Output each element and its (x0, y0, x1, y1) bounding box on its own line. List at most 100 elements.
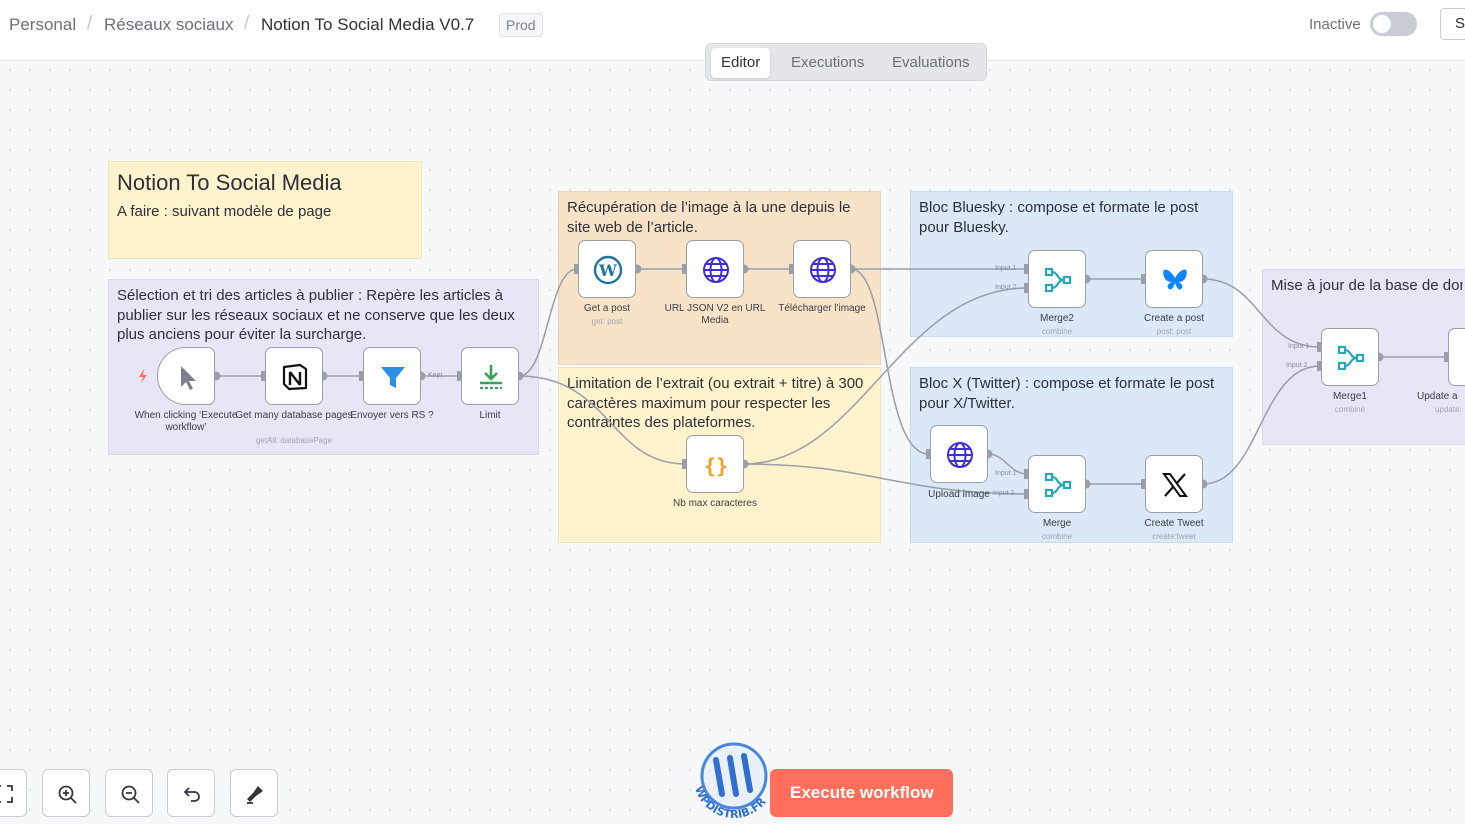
node-sub-tweet: create:tweet (1152, 532, 1196, 541)
execute-workflow-button[interactable]: Execute workflow (770, 769, 953, 817)
node-label-merge1: Merge1 (1333, 391, 1367, 402)
sticky-selection-text: Sélection et tri des articles à publier … (117, 287, 515, 343)
bluesky-butterfly-icon (1163, 269, 1187, 290)
node-label-code: Nb max caracteres (673, 498, 757, 509)
wire-code-merge2 (743, 287, 1028, 465)
merge-icon (1044, 267, 1072, 293)
port-label-input2: Input 2 (993, 490, 1015, 497)
node-label-download: Télécharger l'image (778, 303, 866, 314)
notion-icon (282, 363, 308, 391)
tab-editor[interactable]: Editor (711, 48, 771, 78)
tab-evaluations[interactable]: Evaluations (892, 54, 970, 71)
node-merge1[interactable] (1321, 328, 1379, 386)
breadcrumb-personal[interactable]: Personal (9, 15, 77, 34)
port-label-input2: Input 2 (1286, 362, 1308, 369)
sticky-update-text: Mise à jour de la base de don (1271, 277, 1463, 294)
undo-button[interactable] (167, 769, 215, 817)
node-code[interactable]: {} (686, 435, 744, 493)
port-label-input2: Input 2 (995, 284, 1017, 291)
node-merge[interactable] (1028, 455, 1086, 513)
node-label-merge2: Merge2 (1040, 313, 1074, 324)
wire-download-upload (850, 268, 930, 455)
node-manual-trigger[interactable] (157, 347, 215, 405)
globe-icon (947, 442, 973, 468)
node-label-filter: Envoyer vers RS ? (350, 410, 434, 421)
zoom-in-icon (58, 785, 77, 804)
status-label: Inactive (1309, 16, 1361, 33)
node-label-limit: Limit (479, 410, 501, 421)
fit-view-button[interactable] (0, 769, 27, 817)
node-update[interactable] (1448, 328, 1465, 386)
port-label-input1: Input 1 (995, 470, 1017, 477)
node-label-merge: Merge (1042, 518, 1072, 529)
sticky-bluesky-text: Bloc Bluesky : compose et formate le pos… (919, 199, 1199, 236)
breadcrumb-separator: / (87, 13, 93, 34)
node-label-notion: Get many database pages (235, 410, 353, 421)
cursor-icon (181, 366, 196, 390)
node-sub-update: update: (1435, 405, 1462, 414)
wire-code-merge (743, 463, 1028, 495)
fit-view-icon (0, 785, 13, 803)
zoom-in-button[interactable] (42, 769, 90, 817)
node-label-wordpress: Get a post (583, 303, 631, 314)
undo-icon (183, 787, 200, 802)
wire-limit-wp (518, 268, 578, 377)
trigger-bolt-icon (139, 369, 147, 383)
port-label-input1: Input 1 (995, 265, 1017, 272)
code-braces-icon: {} (704, 454, 728, 478)
breadcrumb-separator: / (244, 13, 250, 34)
view-tabs: Editor Executions Evaluations (705, 43, 987, 81)
sticky-image-text: Récupération de l’image à la une depuis … (567, 199, 851, 236)
port-label-input1: Input 1 (1288, 343, 1310, 350)
merge-icon (1337, 345, 1365, 371)
wordpress-icon: W (593, 255, 623, 285)
node-notion[interactable] (265, 347, 323, 405)
tidy-up-button[interactable] (230, 769, 278, 817)
node-tweet[interactable] (1145, 455, 1203, 513)
breadcrumb-folder[interactable]: Réseaux sociaux (104, 15, 234, 34)
node-sub-merge: combine (1041, 532, 1073, 541)
zoom-out-button[interactable] (105, 769, 153, 817)
node-sub-notion: getAll: databasePage (255, 436, 333, 445)
toggle-knob (1373, 15, 1391, 33)
node-label-upload: Upload image (928, 489, 990, 500)
node-sub-merge2: combine (1041, 327, 1073, 336)
workflow-name[interactable]: Notion To Social Media V0.7 (261, 15, 475, 34)
wpdistrib-watermark-logo: WPDISTRIB.FR (692, 742, 769, 821)
node-sub-wordpress: get: post (591, 317, 623, 326)
active-toggle[interactable] (1370, 12, 1417, 36)
limit-icon (480, 365, 502, 390)
node-bluesky[interactable] (1145, 250, 1203, 308)
sticky-title[interactable]: Notion To Social Media A faire : suivant… (108, 161, 422, 259)
svg-text:{}: {} (704, 454, 728, 478)
node-merge2[interactable] (1028, 250, 1086, 308)
wire-bluesky-merge1 (1202, 278, 1321, 348)
node-http-urljson[interactable] (686, 240, 744, 298)
tab-executions[interactable]: Executions (791, 54, 865, 71)
globe-icon (703, 257, 729, 283)
zoom-out-icon (121, 785, 140, 804)
node-wordpress[interactable]: W (578, 240, 636, 298)
node-limit[interactable] (461, 347, 519, 405)
sticky-heading: Notion To Social Media (117, 170, 342, 195)
node-http-upload[interactable] (930, 425, 988, 483)
tidy-up-icon (247, 786, 263, 804)
x-logo-icon (1162, 473, 1188, 497)
sticky-x-text: Bloc X (Twitter) : compose et formate le… (919, 375, 1215, 412)
globe-icon (810, 257, 836, 283)
node-sub-merge1: combine (1334, 405, 1366, 414)
tag-prod[interactable]: Prod (499, 13, 543, 37)
node-label-bluesky: Create a post (1143, 313, 1205, 324)
merge-icon (1044, 472, 1072, 498)
node-http-download[interactable] (793, 240, 851, 298)
node-label-trigger: When clicking ‘Execute workflow’ (134, 410, 238, 433)
sticky-subtext: A faire : suivant modèle de page (117, 203, 332, 220)
svg-text:W: W (598, 261, 618, 280)
node-filter[interactable] (363, 347, 421, 405)
filter-icon (381, 367, 405, 388)
node-sub-bluesky: post: post (1156, 327, 1192, 336)
node-label-update: Update a (1417, 391, 1458, 402)
share-button[interactable]: S (1440, 8, 1465, 40)
node-label-urljson: URL JSON V2 en URL Media (664, 303, 766, 326)
sticky-limit-text: Limitation de l’extrait (ou extrait + ti… (567, 375, 864, 431)
